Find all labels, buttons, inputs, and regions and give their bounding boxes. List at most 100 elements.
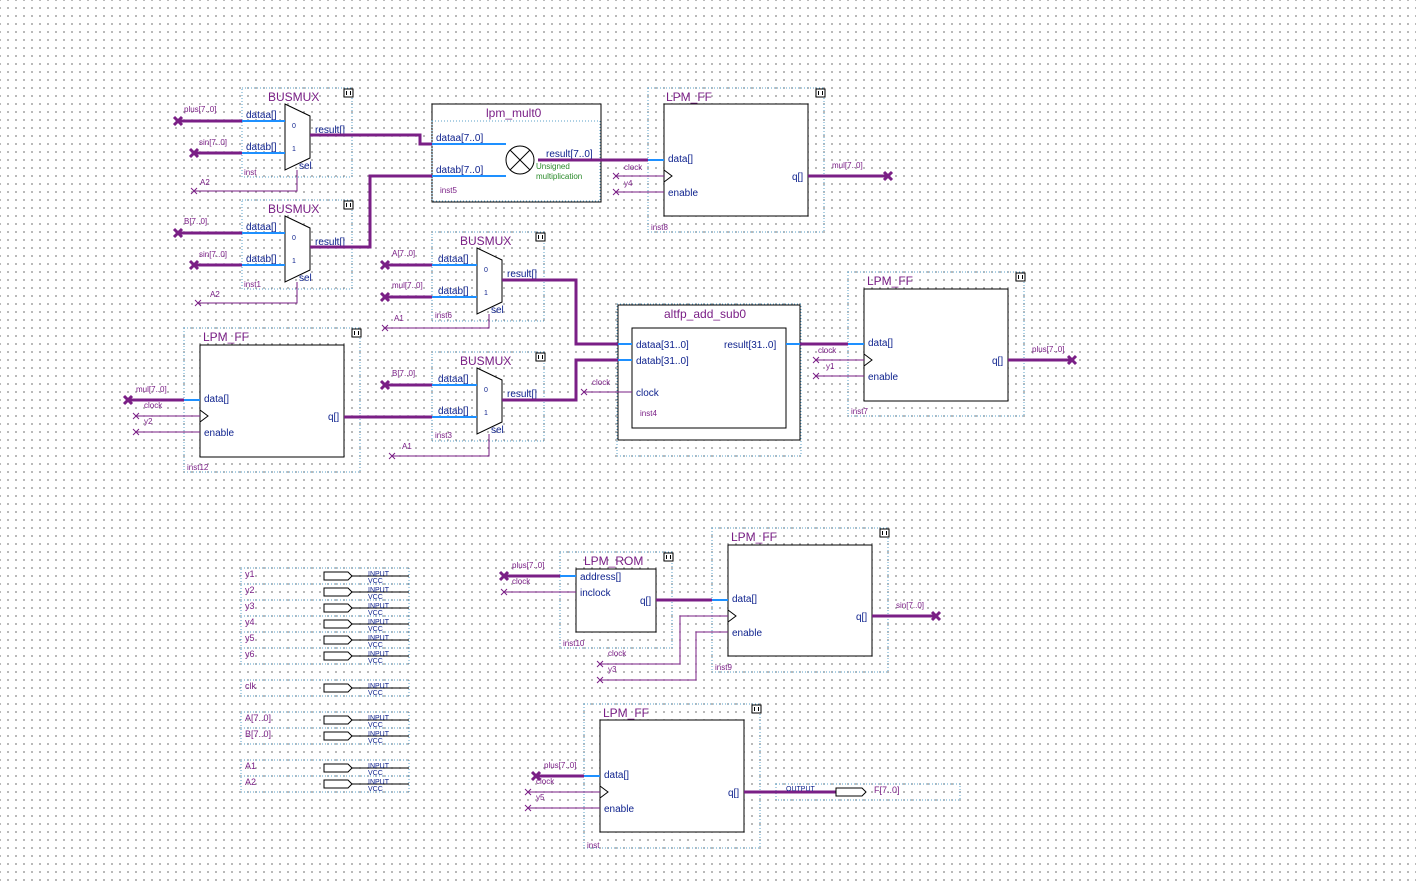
q-port: q[] bbox=[328, 412, 339, 423]
sel-port: sel bbox=[491, 305, 504, 316]
instance-name: inst12 bbox=[187, 463, 209, 472]
signal-label: clock bbox=[818, 346, 837, 355]
mux-input-1: 1 bbox=[484, 410, 488, 417]
input-pin-y3[interactable]: y3 INPUT VCC bbox=[240, 599, 410, 617]
adder-inst4[interactable]: altfp_add_sub0 dataa[31..0] datab[31..0]… bbox=[616, 303, 802, 457]
input-pin-icon bbox=[323, 635, 353, 645]
busmux-inst[interactable]: BUSMUX 0 1 dataa[] datab[] result[] sel … bbox=[241, 87, 354, 178]
input-pin-y6[interactable]: y6 INPUT VCC bbox=[240, 647, 410, 665]
signal-label: y1 bbox=[826, 362, 835, 371]
svg-text:INPUT: INPUT bbox=[368, 715, 390, 722]
svg-text:VCC: VCC bbox=[368, 738, 383, 745]
result-port: result[] bbox=[507, 269, 537, 280]
lpm-ff-inst7[interactable]: LPM_FF data[] enable q[] inst7 bbox=[847, 271, 1026, 417]
data-port: data[] bbox=[868, 338, 893, 349]
instance-name: inst7 bbox=[851, 407, 868, 416]
input-pin-icon bbox=[323, 731, 353, 741]
svg-text:y3: y3 bbox=[245, 601, 255, 611]
svg-text:y5: y5 bbox=[245, 633, 255, 643]
dataa-port: dataa[7..0] bbox=[436, 133, 483, 144]
signal-label: y4 bbox=[624, 179, 633, 188]
enable-port: enable bbox=[668, 188, 698, 199]
clock-triangle-icon bbox=[599, 785, 609, 799]
q-port: q[] bbox=[992, 356, 1003, 367]
output-pin-f[interactable]: OUTPUT F[7..0] bbox=[744, 783, 961, 801]
instance-name: inst5 bbox=[440, 186, 457, 195]
instance-name: inst3 bbox=[435, 431, 452, 440]
block-frame bbox=[431, 231, 545, 322]
result-port: result[] bbox=[315, 125, 345, 136]
svg-text:y6: y6 bbox=[245, 649, 255, 659]
enable-port: enable bbox=[204, 428, 234, 439]
mux-symbol bbox=[284, 103, 311, 171]
svg-text:INPUT: INPUT bbox=[368, 731, 390, 738]
signal-label: A[7..0] bbox=[392, 249, 415, 258]
block-badge-icon bbox=[663, 552, 674, 562]
q-port: q[] bbox=[640, 596, 651, 607]
input-pins-group[interactable]: y1 INPUT VCC y2 INPUT VCC y3 INPUT VCC y… bbox=[240, 567, 410, 793]
input-pin-icon bbox=[323, 683, 353, 693]
instance-name: inst4 bbox=[640, 409, 657, 418]
mux-input-1: 1 bbox=[484, 290, 488, 297]
signal-label: plus[7..0] bbox=[184, 105, 216, 114]
dataa-port: dataa[] bbox=[246, 222, 277, 233]
busmux-inst6[interactable]: BUSMUX 0 1 dataa[] datab[] result[] sel … bbox=[431, 231, 546, 322]
output-pin-icon bbox=[835, 787, 867, 797]
signal-label: clock bbox=[624, 163, 643, 172]
datab-port: datab[7..0] bbox=[436, 165, 483, 176]
multiplier-inst5[interactable]: lpm_mult0 dataa[7..0] datab[7..0] result… bbox=[431, 103, 602, 203]
signal-label: y2 bbox=[144, 417, 153, 426]
clock-triangle-icon bbox=[863, 353, 873, 367]
signal-label: clock bbox=[512, 577, 531, 586]
signal-label: A2 bbox=[200, 178, 210, 187]
block-title: LPM_FF bbox=[203, 330, 249, 344]
svg-text:VCC: VCC bbox=[368, 658, 383, 665]
input-pin-y1[interactable]: y1 INPUT VCC bbox=[240, 567, 410, 585]
input-pin-y2[interactable]: y2 INPUT VCC bbox=[240, 583, 410, 601]
block-badge-icon bbox=[535, 232, 546, 242]
lpm-ff-inst12[interactable]: LPM_FF data[] enable q[] inst12 bbox=[183, 327, 362, 473]
input-pin-a2[interactable]: A2 INPUT VCC bbox=[240, 775, 410, 793]
svg-text:VCC: VCC bbox=[368, 722, 383, 729]
block-title: LPM_FF bbox=[603, 706, 649, 720]
svg-text:A1: A1 bbox=[245, 761, 256, 771]
input-pin-y5[interactable]: y5 INPUT VCC bbox=[240, 631, 410, 649]
input-pin-icon bbox=[323, 619, 353, 629]
enable-port: enable bbox=[732, 628, 762, 639]
svg-text:INPUT: INPUT bbox=[368, 571, 390, 578]
block-frame bbox=[241, 199, 353, 290]
instance-name: inst bbox=[244, 168, 257, 177]
data-port: data[] bbox=[604, 770, 629, 781]
output-pin-name: F[7..0] bbox=[874, 785, 900, 795]
svg-text:VCC: VCC bbox=[368, 690, 383, 697]
input-pin-a1[interactable]: A1 INPUT VCC bbox=[240, 759, 410, 777]
signal-label: plus[7..0] bbox=[1032, 345, 1064, 354]
svg-text:clk: clk bbox=[245, 681, 256, 691]
input-pin-a-bus[interactable]: A[7..0] INPUT VCC bbox=[240, 711, 410, 729]
signal-label: clock bbox=[608, 649, 627, 658]
input-pin-b-bus[interactable]: B[7..0] INPUT VCC bbox=[240, 727, 410, 745]
svg-text:y1: y1 bbox=[245, 569, 255, 579]
signal-label: plus[7..0] bbox=[544, 761, 576, 770]
svg-text:VCC: VCC bbox=[368, 594, 383, 601]
lpm-ff-output[interactable]: LPM_FF data[] enable q[] inst bbox=[583, 703, 762, 850]
lpm-ff-inst8[interactable]: LPM_FF data[] enable q[] inst8 bbox=[647, 87, 826, 233]
input-pin-icon bbox=[323, 603, 353, 613]
signal-label: mul[7..0] bbox=[136, 385, 167, 394]
block-badge-icon bbox=[351, 328, 362, 338]
enable-port: enable bbox=[604, 804, 634, 815]
input-pin-clk[interactable]: clk INPUT VCC bbox=[240, 679, 410, 697]
clock-port: clock bbox=[636, 388, 660, 399]
input-pin-y4[interactable]: y4 INPUT VCC bbox=[240, 615, 410, 633]
mux-input-1: 1 bbox=[292, 146, 296, 153]
signal-label: B[7..0] bbox=[392, 369, 415, 378]
block-badge-icon bbox=[815, 88, 826, 98]
svg-text:INPUT: INPUT bbox=[368, 635, 390, 642]
mux-input-0: 0 bbox=[292, 123, 296, 130]
busmux-inst3[interactable]: BUSMUX 0 1 dataa[] datab[] result[] sel … bbox=[431, 351, 546, 442]
block-title: BUSMUX bbox=[460, 354, 511, 368]
lpm-ff-inst9[interactable]: LPM_FF data[] enable q[] inst9 bbox=[711, 527, 890, 673]
busmux-inst1[interactable]: BUSMUX 0 1 dataa[] datab[] result[] sel … bbox=[241, 199, 354, 290]
datab-port: datab[31..0] bbox=[636, 356, 689, 367]
